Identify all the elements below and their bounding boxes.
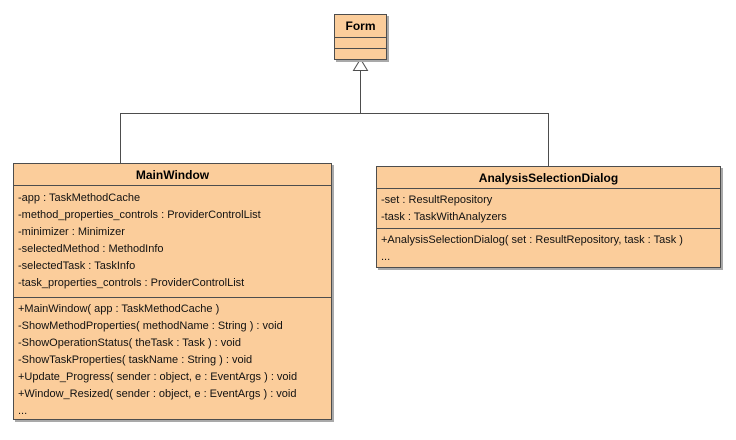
form-attributes-compartment [335, 38, 386, 49]
asd-attributes-compartment: -set : ResultRepository -task : TaskWith… [377, 189, 720, 229]
attribute-row: -method_properties_controls : ProviderCo… [18, 209, 261, 221]
form-methods-compartment [335, 49, 386, 59]
class-box-form[interactable]: Form [334, 14, 387, 60]
attribute-row: -set : ResultRepository [381, 194, 493, 206]
mainwindow-attributes-compartment: -app : TaskMethodCache -method_propertie… [14, 186, 331, 298]
method-row: -ShowTaskProperties( taskName : String )… [18, 354, 253, 366]
class-box-mainwindow[interactable]: MainWindow -app : TaskMethodCache -metho… [13, 163, 332, 420]
attribute-row: -minimizer : Minimizer [18, 226, 125, 238]
mainwindow-methods-compartment: +MainWindow( app : TaskMethodCache ) -Sh… [14, 298, 331, 419]
method-row: +Update_Progress( sender : object, e : E… [18, 371, 298, 383]
class-title-mainwindow: MainWindow [14, 164, 331, 186]
attribute-row: -selectedTask : TaskInfo [18, 260, 136, 272]
method-row: +MainWindow( app : TaskMethodCache ) [18, 303, 220, 315]
method-row: -ShowMethodProperties( methodName : Stri… [18, 320, 283, 332]
class-title-form: Form [335, 15, 386, 38]
asd-methods-compartment: +AnalysisSelectionDialog( set : ResultRe… [377, 229, 720, 267]
class-title-analysisselectiondialog: AnalysisSelectionDialog [377, 167, 720, 189]
ellipsis-row: ... [18, 405, 28, 417]
method-row: +AnalysisSelectionDialog( set : ResultRe… [381, 234, 683, 246]
ellipsis-row: ... [381, 251, 391, 263]
inheritance-triangle-icon [352, 58, 369, 71]
attribute-row: -task_properties_controls : ProviderCont… [18, 277, 245, 289]
attribute-row: -task : TaskWithAnalyzers [381, 211, 507, 223]
attribute-row: -app : TaskMethodCache [18, 192, 141, 204]
method-row: +Window_Resized( sender : object, e : Ev… [18, 388, 297, 400]
method-row: -ShowOperationStatus( theTask : Task ) :… [18, 337, 241, 349]
class-box-analysisselectiondialog[interactable]: AnalysisSelectionDialog -set : ResultRep… [376, 166, 721, 268]
attribute-row: -selectedMethod : MethodInfo [18, 243, 164, 255]
